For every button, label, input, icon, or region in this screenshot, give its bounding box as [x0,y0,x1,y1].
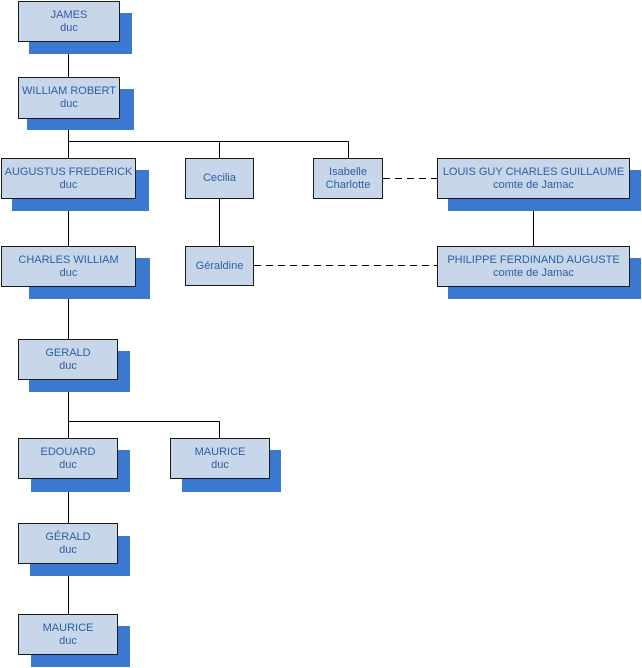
person-name: GÉRALD [45,530,91,543]
person-box: JAMES duc [18,1,120,42]
person-box: Isabelle Charlotte [313,158,383,199]
person-name: AUGUSTUS FREDERICK [4,165,133,178]
person-box: LOUIS GUY CHARLES GUILLAUME comte de Jam… [437,158,630,199]
person-box: CHARLES WILLIAM duc [1,246,136,287]
person-title: duc [59,266,78,279]
person-name-line2: Charlotte [325,178,371,191]
person-name-line1: Isabelle [329,165,367,178]
person-title: duc [59,178,78,191]
person-box: AUGUSTUS FREDERICK duc [1,158,136,199]
person-name: GERALD [45,346,91,359]
person-name: MAURICE [42,621,94,634]
person-title: duc [59,543,77,556]
person-box: EDOUARD duc [18,438,118,479]
person-box: Géraldine [185,246,254,286]
person-box: GÉRALD duc [18,523,118,564]
person-title: duc [60,98,78,110]
person-name: WILLIAM ROBERT [22,85,116,97]
person-title: duc [59,634,77,647]
person-name: Cecilia [202,172,236,184]
person-box: PHILIPPE FERDINAND AUGUSTE comte de Jama… [437,246,630,287]
person-title: duc [59,458,77,471]
person-box: WILLIAM ROBERT duc [18,77,120,119]
person-box: MAURICE duc [18,614,118,655]
person-name: EDOUARD [40,445,96,458]
person-title: comte de Jamac [493,178,574,191]
person-box: Cecilia [185,158,254,199]
person-name: CHARLES WILLIAM [18,253,119,266]
person-title: comte de Jamac [493,266,574,279]
person-name: LOUIS GUY CHARLES GUILLAUME [442,165,625,178]
person-box: MAURICE duc [170,438,270,479]
person-title: duc [59,359,77,372]
person-name: PHILIPPE FERDINAND AUGUSTE [447,253,620,266]
person-name: MAURICE [194,445,246,458]
person-name: JAMES [50,8,88,21]
person-title: duc [211,458,229,471]
person-title: duc [60,21,78,34]
person-name: Géraldine [195,259,244,272]
person-box: GERALD duc [18,339,118,380]
